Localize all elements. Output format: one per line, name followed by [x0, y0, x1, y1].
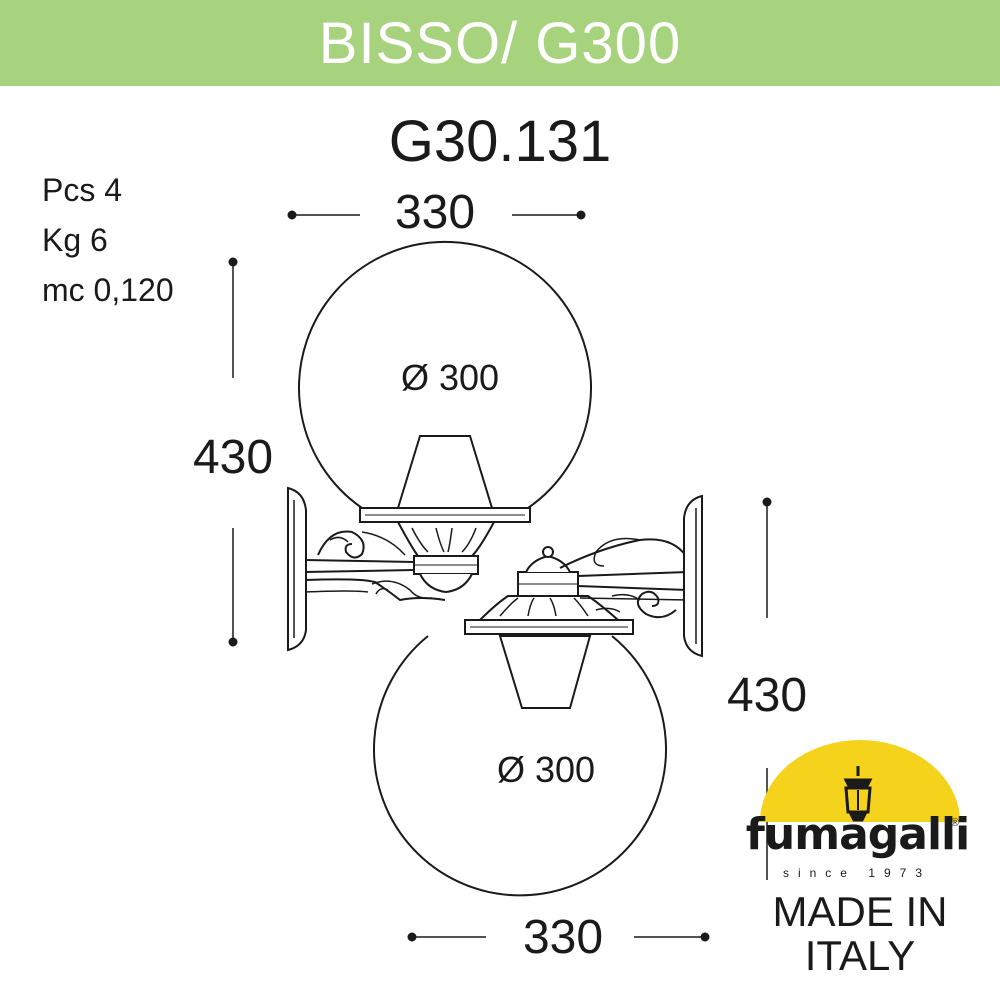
made-in-label: MADE IN [772, 888, 948, 935]
lantern-icon [843, 766, 873, 822]
dimension-right-height: 430 [726, 669, 808, 722]
country-label: ITALY [804, 932, 916, 979]
spec-weight: Kg 6 [42, 222, 108, 258]
dimension-left-height: 430 [192, 431, 274, 484]
brand-since: since 1973 [782, 866, 932, 880]
upper-globe-diameter: Ø 300 [400, 357, 500, 398]
dimension-line-right-height [762, 497, 772, 880]
dimension-top-width: 330 [394, 186, 476, 239]
model-code: G30.131 [388, 109, 612, 174]
lower-lamp [373, 494, 703, 897]
brand-logo-text: fumagalli [745, 809, 970, 860]
dimension-line-bottom-width [407, 932, 710, 942]
fumagalli-logo-emblem [760, 740, 960, 822]
header-banner [0, 0, 1000, 86]
registered-mark: ® [951, 817, 960, 829]
upper-lamp [287, 240, 592, 652]
product-family-title: BISSO/ G300 [318, 11, 682, 76]
dimension-line-top-width [287, 210, 586, 220]
spec-volume: mc 0,120 [42, 272, 174, 308]
spec-pieces: Pcs 4 [42, 172, 123, 208]
dimension-line-left-height [228, 257, 238, 647]
dimension-bottom-width: 330 [522, 911, 604, 964]
lower-globe-diameter: Ø 300 [496, 749, 596, 790]
